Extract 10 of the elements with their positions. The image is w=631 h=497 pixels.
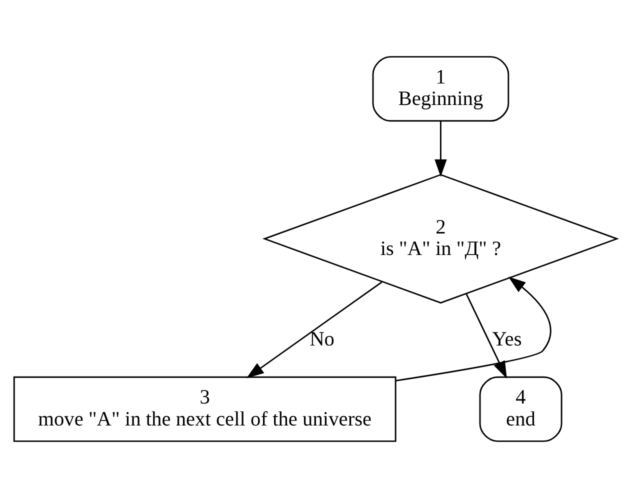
- arrow: [246, 280, 382, 378]
- arrow: [396, 276, 552, 381]
- node-diamond: 2 is "A" in "Д" ?: [262, 173, 619, 304]
- edge-label: Yes: [492, 328, 522, 350]
- node-box: 4 end: [479, 376, 562, 442]
- arrow: [434, 121, 447, 176]
- node-box: 3 move "A" in the next cell of the universe: [13, 376, 396, 442]
- arrow: [466, 292, 507, 378]
- edge-label: No: [310, 328, 335, 350]
- node-box: 1 Beginning: [372, 56, 510, 122]
